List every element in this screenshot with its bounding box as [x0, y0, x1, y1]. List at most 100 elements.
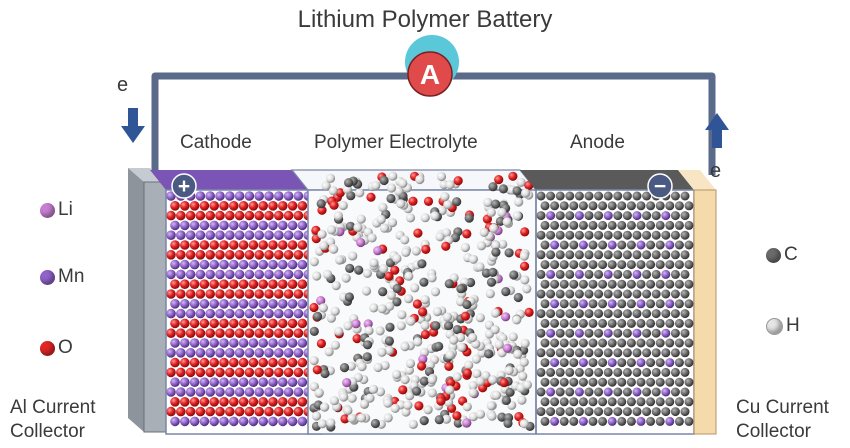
carbon-atom — [513, 292, 523, 303]
hydrogen-atom — [384, 345, 394, 356]
hydrogen-atom — [318, 303, 328, 313]
carbon-atom — [651, 211, 661, 221]
carbon-atom — [594, 367, 604, 377]
carbon-atom — [588, 416, 598, 426]
lithium-atom — [578, 240, 588, 250]
manganese-atom — [205, 387, 215, 397]
carbon-atom — [617, 338, 627, 348]
manganese-atom — [170, 338, 180, 348]
hydrogen-atom — [519, 251, 529, 261]
oxygen-atom — [254, 406, 264, 417]
carbon-atom — [546, 191, 556, 201]
carbon-atom — [536, 269, 546, 279]
oxygen-atom — [166, 289, 176, 299]
carbon-atom — [661, 230, 671, 240]
oxygen-atom — [195, 367, 206, 378]
manganese-atom — [209, 338, 219, 348]
carbon-atom — [670, 407, 680, 417]
legend-o: O — [40, 337, 73, 359]
carbon-atom — [665, 397, 675, 407]
carbon-atom — [588, 338, 598, 348]
carbon-atom — [501, 395, 511, 405]
manganese-atom — [264, 387, 274, 397]
carbon-atom — [598, 416, 608, 426]
hydrogen-atom — [334, 326, 344, 336]
hydrogen-atom — [460, 242, 470, 253]
carbon-atom — [674, 318, 684, 328]
oxygen-atom — [508, 171, 518, 181]
oxygen-atom — [274, 406, 284, 417]
lithium-atom — [603, 328, 613, 338]
manganese-atom — [234, 230, 245, 240]
lithium-atom — [578, 416, 588, 426]
carbon-atom — [584, 309, 594, 319]
carbon-atom — [594, 230, 604, 240]
manganese-atom — [297, 259, 308, 270]
carbon-atom — [594, 191, 604, 201]
manganese-atom — [268, 338, 278, 348]
carbon-atom — [417, 259, 427, 269]
oxygen-atom — [287, 397, 298, 407]
oxygen-atom — [209, 279, 219, 290]
carbon-atom — [598, 240, 608, 250]
manganese-atom — [264, 308, 274, 319]
hydrogen-atom — [504, 366, 514, 376]
carbon-atom — [555, 211, 565, 221]
carbon-atom — [617, 240, 627, 250]
lithium-atom — [550, 358, 560, 368]
hydrogen-atom — [400, 235, 410, 245]
carbon-atom — [546, 230, 556, 240]
carbon-atom — [536, 230, 546, 240]
carbon-atom — [565, 191, 575, 201]
hydrogen-atom — [317, 419, 327, 429]
lithium-atom — [462, 418, 472, 428]
carbon-atom — [555, 269, 565, 279]
manganese-atom — [215, 387, 225, 397]
oxygen-atom — [283, 406, 294, 417]
oxygen-atom — [278, 201, 288, 211]
oxygen-atom — [254, 250, 264, 260]
carbon-atom — [598, 377, 608, 387]
carbon-atom — [622, 289, 632, 299]
hydrogen-atom — [512, 315, 522, 325]
oxygen-atom — [413, 228, 423, 238]
hydrogen-atom — [347, 413, 357, 423]
manganese-atom — [166, 308, 176, 319]
hydrogen-atom — [387, 218, 398, 228]
lithium-atom — [607, 358, 617, 368]
carbon-atom — [613, 407, 623, 417]
manganese-atom — [287, 416, 298, 427]
hydrogen-atom — [468, 412, 478, 422]
manganese-atom — [258, 416, 269, 427]
carbon-atom — [607, 377, 617, 387]
ammeter: A — [405, 35, 459, 97]
oxygen-atom — [215, 367, 225, 378]
oxygen-atom — [219, 240, 229, 250]
manganese-atom — [254, 387, 264, 397]
oxygen-atom — [166, 328, 176, 339]
carbon-atom — [559, 299, 569, 309]
carbon-atom — [536, 211, 546, 221]
hydrogen-atom — [432, 307, 442, 317]
lithium-atom — [550, 240, 560, 250]
hydrogen-atom — [396, 321, 406, 331]
manganese-atom — [248, 220, 259, 231]
oxygen-atom — [520, 261, 530, 271]
lithium-atom — [661, 269, 671, 279]
oxygen-atom — [234, 406, 245, 417]
carbon-atom — [670, 191, 680, 201]
carbon-atom — [452, 197, 462, 207]
hydrogen-atom — [329, 396, 339, 406]
carbon-atom — [684, 299, 694, 309]
manganese-atom — [189, 299, 200, 309]
oxygen-atom — [283, 250, 294, 260]
manganese-atom — [205, 308, 215, 319]
manganese-atom — [238, 299, 249, 309]
carbon-atom — [607, 201, 617, 211]
hydrogen-atom — [400, 342, 410, 352]
hydrogen-atom — [452, 372, 462, 382]
oxygen-atom — [205, 367, 215, 378]
manganese-atom — [215, 269, 225, 280]
carbon-atom — [574, 309, 584, 319]
hydrogen-atom — [311, 411, 322, 421]
